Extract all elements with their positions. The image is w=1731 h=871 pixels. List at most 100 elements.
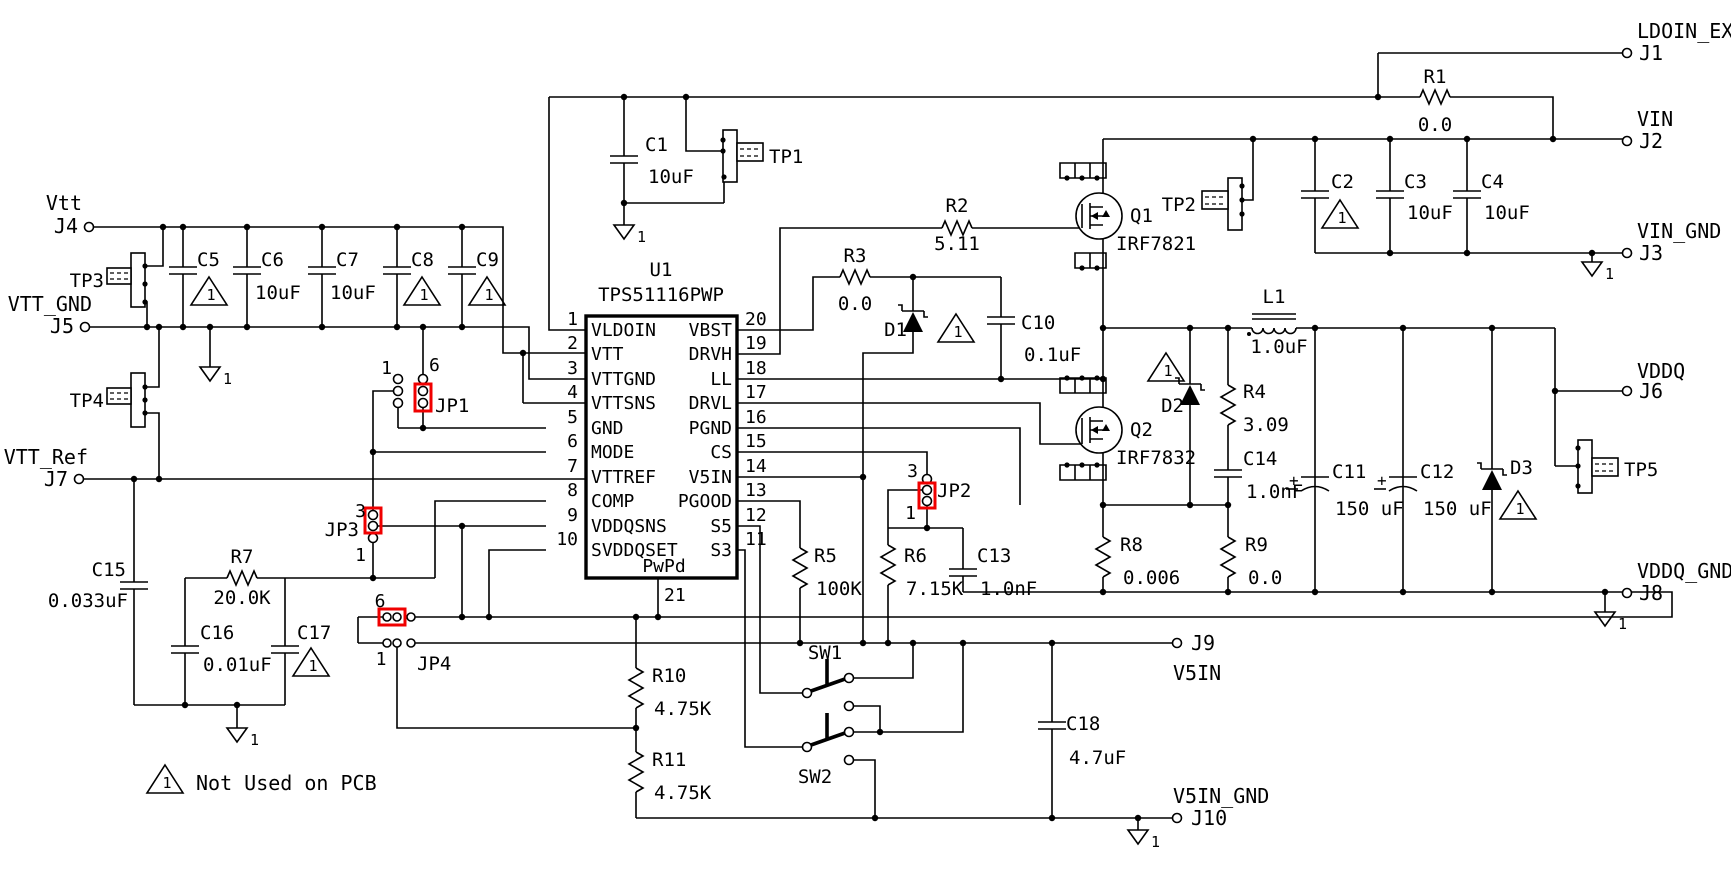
label-r9-ref: R9 [1245, 534, 1268, 556]
label-sw1: SW1 [808, 642, 842, 664]
label-c12-ref: C12 [1420, 461, 1454, 483]
label-d1-ref: D1 [884, 319, 907, 341]
pin-num: 13 [745, 480, 767, 501]
port-J10: V5IN_GND J10 [1173, 784, 1270, 830]
label-tp2: TP2 [1162, 194, 1196, 216]
pin-name: MODE [591, 442, 634, 463]
pin-num: 10 [556, 529, 578, 550]
label-d2-ref: D2 [1161, 395, 1184, 417]
label-c15-ref: C15 [92, 559, 126, 581]
diode-D2: D2 [1161, 378, 1205, 417]
label-r3-ref: R3 [844, 245, 867, 267]
net-label-j7: VTT_Ref [4, 445, 88, 469]
port-label-j9: J9 [1191, 631, 1215, 655]
label-tp3: TP3 [70, 270, 104, 292]
label-q1-part: IRF7821 [1116, 233, 1196, 255]
ground-symbol: 1 [227, 728, 259, 749]
label-r11-ref: R11 [652, 749, 686, 771]
resistor-R8 [1096, 537, 1110, 577]
label-r4-val: 3.09 [1243, 414, 1289, 436]
label-q1-ref: Q1 [1130, 205, 1153, 227]
port-label-j6: J6 [1639, 379, 1663, 403]
label-c18-val: 4.7uF [1069, 747, 1126, 769]
marker-number: 1 [953, 323, 962, 341]
resistor-R4 [1221, 385, 1235, 425]
label-c6-val: 10uF [255, 282, 301, 304]
marker-number: 1 [1515, 500, 1524, 518]
label-c18-ref: C18 [1066, 713, 1100, 735]
pin-name: VTTREF [591, 467, 656, 488]
capacitor-C1 [610, 156, 638, 163]
pin-num: 17 [745, 382, 767, 403]
label-r8-val: 0.006 [1123, 567, 1180, 589]
label-r2-ref: R2 [946, 195, 969, 217]
pin-name: VLDOIN [591, 320, 656, 341]
port-label-j7: J7 [44, 467, 68, 491]
port-J8: VDDQ_GND J8 [1623, 559, 1731, 605]
label-c10-ref: C10 [1021, 312, 1055, 334]
pin-name: VDDQSNS [591, 516, 667, 537]
capacitor-C8 [383, 267, 411, 274]
label-c7-ref: C7 [336, 249, 359, 271]
label-r9-val: 0.0 [1248, 567, 1282, 589]
marker-number: 1 [206, 286, 215, 304]
marker-number: 1 [1337, 209, 1346, 227]
diode-D3: D3 [1477, 457, 1533, 490]
capacitor-C10 [987, 317, 1015, 324]
jp3-pin-b: 1 [355, 545, 366, 566]
port-label-j3: J3 [1639, 241, 1663, 265]
pin-name: LL [710, 369, 732, 390]
pin-name: GND [591, 418, 624, 439]
capacitor-C4 [1453, 191, 1481, 198]
jp1-pin-b: 6 [429, 355, 440, 376]
label-c6-ref: C6 [261, 249, 284, 271]
pin-name: VBST [689, 320, 733, 341]
connector-ports: LDOIN_EX J1 VIN J2 VIN_GND J3 Vtt J4 VTT… [4, 19, 1731, 830]
ground-symbol: 1 [1128, 830, 1160, 851]
label-c9-ref: C9 [476, 249, 499, 271]
net-label-j9: V5IN [1173, 661, 1221, 685]
resistor-R9 [1221, 537, 1235, 577]
ic-pad-pin: 21 [664, 585, 686, 606]
label-jp1: JP1 [435, 395, 469, 417]
label-r10-val: 4.75K [654, 698, 712, 720]
port-J5: VTT_GND J5 [8, 292, 92, 338]
capacitor-C5 [169, 267, 197, 274]
jumper-JP4: 6 1 JP4 [375, 591, 452, 675]
pin-num: 8 [567, 480, 578, 501]
port-J9: J9 V5IN [1173, 631, 1222, 685]
marker-number: 1 [308, 657, 317, 675]
ground-symbol: 1 [1595, 612, 1627, 633]
ground-subscript: 1 [1605, 265, 1614, 283]
label-r1-val: 0.0 [1418, 114, 1452, 136]
resistors: R1 0.0 R2 5.11 R3 0.0 R7 20.0K R4 3.09 R… [213, 66, 1452, 804]
pin-num: 11 [745, 529, 767, 550]
port-label-j2: J2 [1639, 129, 1663, 153]
pin-name: COMP [591, 491, 635, 512]
port-J4: Vtt J4 [46, 191, 94, 238]
capacitor-C11: + C11 150 uF [1286, 461, 1404, 520]
label-c8-ref: C8 [411, 249, 434, 271]
switch-SW1: SW1 [803, 642, 854, 711]
label-d3-ref: D3 [1510, 457, 1533, 479]
label-r6-ref: R6 [904, 545, 927, 567]
net-label-j8: VDDQ_GND [1637, 559, 1731, 583]
label-r7-val: 20.0K [213, 587, 271, 609]
label-c2-ref: C2 [1331, 171, 1354, 193]
jumper-JP1: 1 6 JP1 [381, 355, 469, 417]
label-r10-ref: R10 [652, 665, 686, 687]
not-used-marker: 1 [1148, 353, 1184, 381]
pin-num: 2 [567, 333, 578, 354]
net-label-j3: VIN_GND [1637, 219, 1721, 243]
pin-name: CS [710, 442, 732, 463]
capacitor-C13 [949, 569, 977, 576]
label-r8-ref: R8 [1120, 534, 1143, 556]
jp1-pin-a: 1 [381, 358, 392, 379]
pin-num: 16 [745, 407, 767, 428]
net-label-j10: V5IN_GND [1173, 784, 1269, 808]
pin-num: 4 [567, 382, 578, 403]
capacitor-C15 [120, 582, 148, 589]
jumper-JP2: 3 1 JP2 [905, 461, 971, 524]
